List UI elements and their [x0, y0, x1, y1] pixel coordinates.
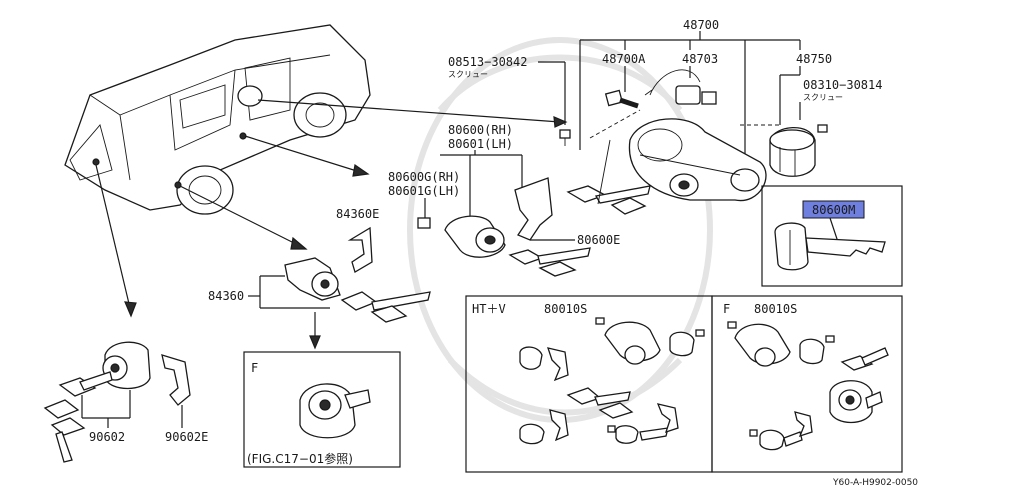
label-80600e: 80600E	[577, 233, 620, 247]
label-48703: 48703	[682, 52, 718, 66]
inset-reference-text: (FIG.C17−01参照)	[247, 451, 353, 466]
label-80601-lh: 80601(LH)	[448, 137, 513, 151]
htv-parts-icons	[519, 317, 705, 445]
rear-lock-cylinder-icon	[102, 341, 151, 390]
pointer-arrows	[95, 99, 568, 318]
htv-variant-box: HT＋V 80010S	[465, 295, 713, 473]
door-keys-icon	[508, 247, 591, 277]
label-80601g-lh: 80601G(LH)	[388, 184, 460, 198]
steering-lock-housing-icon	[628, 118, 767, 202]
label-84360: 84360	[208, 289, 244, 303]
back-door-lock-group: 84360	[208, 257, 431, 350]
inset-f-title: F	[251, 361, 258, 375]
document-code: Y60-A-H9902-0050	[832, 478, 918, 488]
door-lock-group: 80600(RH) 80601(LH) 80600G(RH) 80601G(LH…	[336, 123, 620, 277]
label-48700: 48700	[683, 18, 719, 32]
key-80600m-box: 80600M	[761, 185, 903, 287]
htv-part-number: 80010S	[544, 302, 587, 316]
label-08310-30814: 08310−30814	[803, 78, 882, 92]
highlight-80600m	[802, 200, 865, 219]
label-48750: 48750	[796, 52, 832, 66]
label-48700a: 48700A	[602, 52, 646, 66]
f-part-number: 80010S	[754, 302, 797, 316]
label-08513-sub: スクリュー	[448, 70, 488, 79]
clip-84360e-icon	[347, 226, 373, 273]
label-08310-sub: スクリュー	[803, 93, 843, 102]
inset-lock-icon	[299, 383, 371, 439]
label-90602e: 90602E	[165, 430, 208, 444]
label-90602: 90602	[89, 430, 125, 444]
label-80600m[interactable]: 80600M	[812, 203, 855, 217]
ignition-keys-icon	[566, 139, 651, 215]
inset-f-box: F (FIG.C17−01参照)	[243, 351, 401, 468]
f-title: F	[723, 302, 730, 316]
f-variant-box: F 80010S	[711, 295, 903, 473]
back-door-keys-icon	[340, 291, 431, 323]
switch-48703-icon	[644, 69, 717, 105]
clip-90602e-icon	[161, 354, 191, 406]
ignition-assembly-group: 48700 48700A 48703 48750 08513−30842 スクリ…	[448, 18, 882, 215]
rear-lock-group: 90602 90602E	[43, 341, 208, 463]
cylinder-48750-icon	[740, 124, 828, 177]
label-80600g-rh: 80600G(RH)	[388, 170, 460, 184]
vehicle-illustration	[64, 24, 371, 215]
f-parts-icons	[727, 321, 889, 451]
master-key-icon	[774, 222, 886, 271]
back-door-cylinder-icon	[284, 257, 341, 301]
label-84360e: 84360E	[336, 207, 379, 221]
rear-lock-keys-icon	[43, 371, 113, 463]
door-lock-cylinder-icon	[417, 215, 506, 258]
label-08513-30842: 08513−30842	[448, 55, 527, 69]
htv-title: HT＋V	[472, 302, 506, 316]
screw-08513-icon	[559, 129, 571, 146]
label-80600-rh: 80600(RH)	[448, 123, 513, 137]
door-lock-bracket-icon	[514, 177, 553, 241]
bolt-48700a-icon	[589, 89, 641, 139]
